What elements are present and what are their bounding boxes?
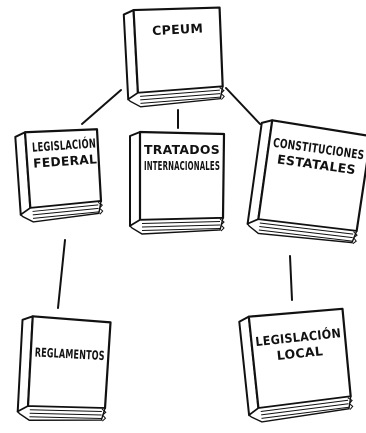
book-page-line	[259, 222, 354, 235]
book-reglamentos: REGLAMENTOS	[16, 315, 112, 422]
book-page-line	[141, 224, 221, 228]
book-cover	[26, 315, 112, 410]
book-page-line	[140, 89, 220, 97]
book-page-edge	[352, 231, 358, 245]
book-spine	[129, 131, 141, 227]
book-page-edge	[101, 408, 107, 422]
book-page-line	[32, 204, 99, 212]
book-page-edge	[219, 218, 225, 232]
book-page-edge	[219, 87, 225, 100]
book-label-line: FEDERAL	[33, 151, 98, 170]
book-page-line	[260, 399, 349, 412]
book-page-line	[258, 229, 353, 242]
book-label-line: CPEUM	[152, 20, 204, 38]
book-page-line	[140, 93, 221, 101]
connectors	[57, 87, 293, 309]
book-label-line: TRATADOS	[144, 142, 220, 157]
book-page-line	[141, 221, 221, 224]
connector-cpeum-to-constituciones-estatales	[225, 87, 261, 125]
book-page-line	[141, 228, 221, 231]
book-label-line: LOCAL	[276, 343, 324, 363]
book-page-line	[261, 406, 349, 419]
book-label-line: REGLAMENTOS	[34, 344, 105, 363]
book-page-line	[140, 96, 221, 104]
book-label-line: INTERNACIONALES	[144, 158, 220, 173]
book-page-line	[29, 409, 102, 413]
book-page-edge	[347, 397, 354, 410]
book-page-edge	[97, 201, 104, 215]
book-cpeum: CPEUM	[122, 6, 225, 108]
connector-legislacion-federal-to-reglamentos	[57, 239, 66, 309]
connector-constituciones-estatales-to-legislacion-local	[289, 255, 293, 301]
connector-cpeum-to-legislacion-federal	[81, 89, 122, 125]
book-page-line	[261, 403, 349, 416]
book-page-line	[259, 226, 353, 239]
book-page-line	[32, 207, 99, 216]
book-label-line: LEGISLACIÓN	[32, 135, 97, 154]
book-page-line	[29, 412, 102, 416]
book-cover	[132, 6, 224, 95]
book-page-line	[29, 416, 102, 420]
book-page-line	[32, 211, 99, 219]
